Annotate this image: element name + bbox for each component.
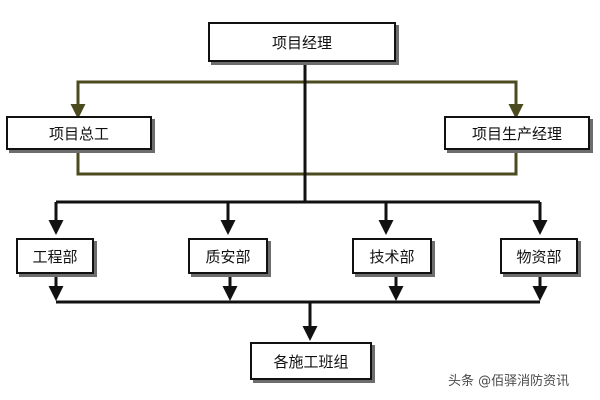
node-label: 项目总工 <box>48 124 109 143</box>
connector-manager-to-side-roles <box>76 80 518 115</box>
node-label: 工程部 <box>32 247 78 266</box>
node-label: 项目生产经理 <box>471 124 562 143</box>
node-label: 质安部 <box>205 247 251 266</box>
node-label: 项目经理 <box>271 33 332 52</box>
node-production-manager: 项目生产经理 <box>444 116 590 150</box>
node-label: 技术部 <box>369 247 415 266</box>
connector-side-roles-bottom <box>76 148 518 176</box>
node-chief-engineer: 项目总工 <box>6 116 152 150</box>
node-label: 各施工班组 <box>273 352 349 371</box>
node-quality-safety-dept: 质安部 <box>188 238 268 274</box>
node-construction-teams: 各施工班组 <box>250 342 372 380</box>
node-engineering-dept: 工程部 <box>16 238 94 274</box>
node-label: 物资部 <box>516 247 562 266</box>
watermark: 头条 @佰驿消防资讯 <box>448 373 570 389</box>
node-technical-dept: 技术部 <box>352 238 432 274</box>
node-materials-dept: 物资部 <box>500 238 578 274</box>
node-project-manager: 项目经理 <box>208 22 396 62</box>
